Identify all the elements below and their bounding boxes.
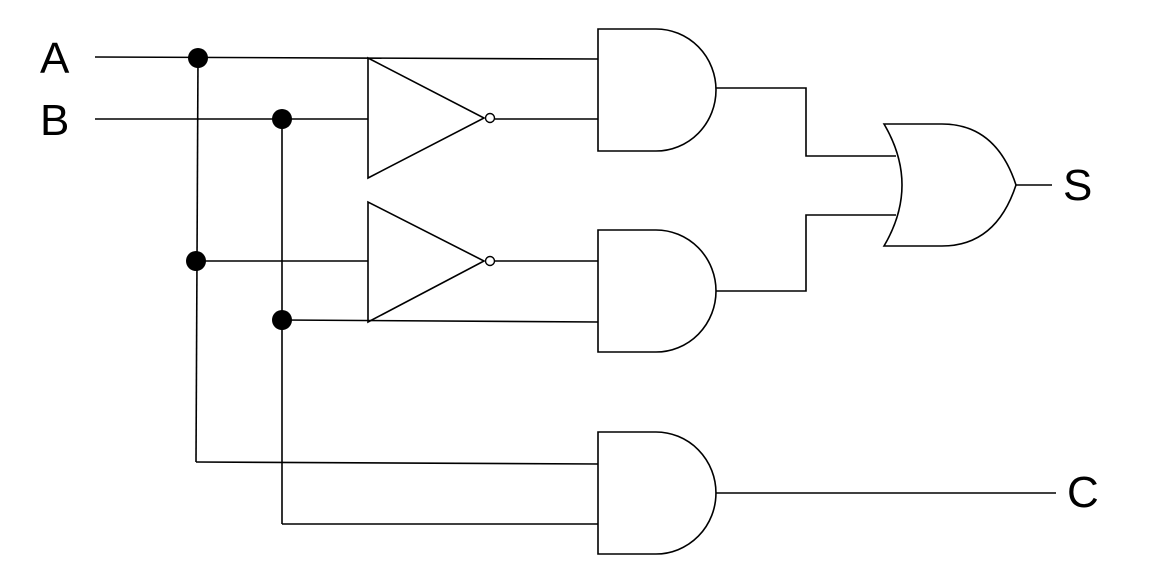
and-gate-1 [597,28,717,152]
input-label-a: A [40,34,70,83]
and-gate-3 [597,431,717,555]
junction-dot-b-top [272,109,292,129]
output-label-c: C [1067,468,1099,517]
wire-a-to-and3 [195,461,599,465]
wire-b-to-and2 [281,319,599,323]
wire-and1-to-or [716,87,896,157]
not-gate-1-bubble [484,112,496,124]
junction-dot-a-top [188,48,208,68]
not-gate-1 [367,56,486,180]
input-label-b: B [40,96,69,145]
output-label-s: S [1063,161,1092,210]
not-gate-2-bubble [484,255,496,267]
or-gate [882,123,1017,247]
and-gate-2 [597,229,717,353]
junction-dot-a-middle [186,251,206,271]
wire-and2-to-or [716,214,896,292]
wire-a-input [94,56,599,60]
junction-dot-b-middle [272,310,292,330]
not-gate-2 [367,200,486,324]
